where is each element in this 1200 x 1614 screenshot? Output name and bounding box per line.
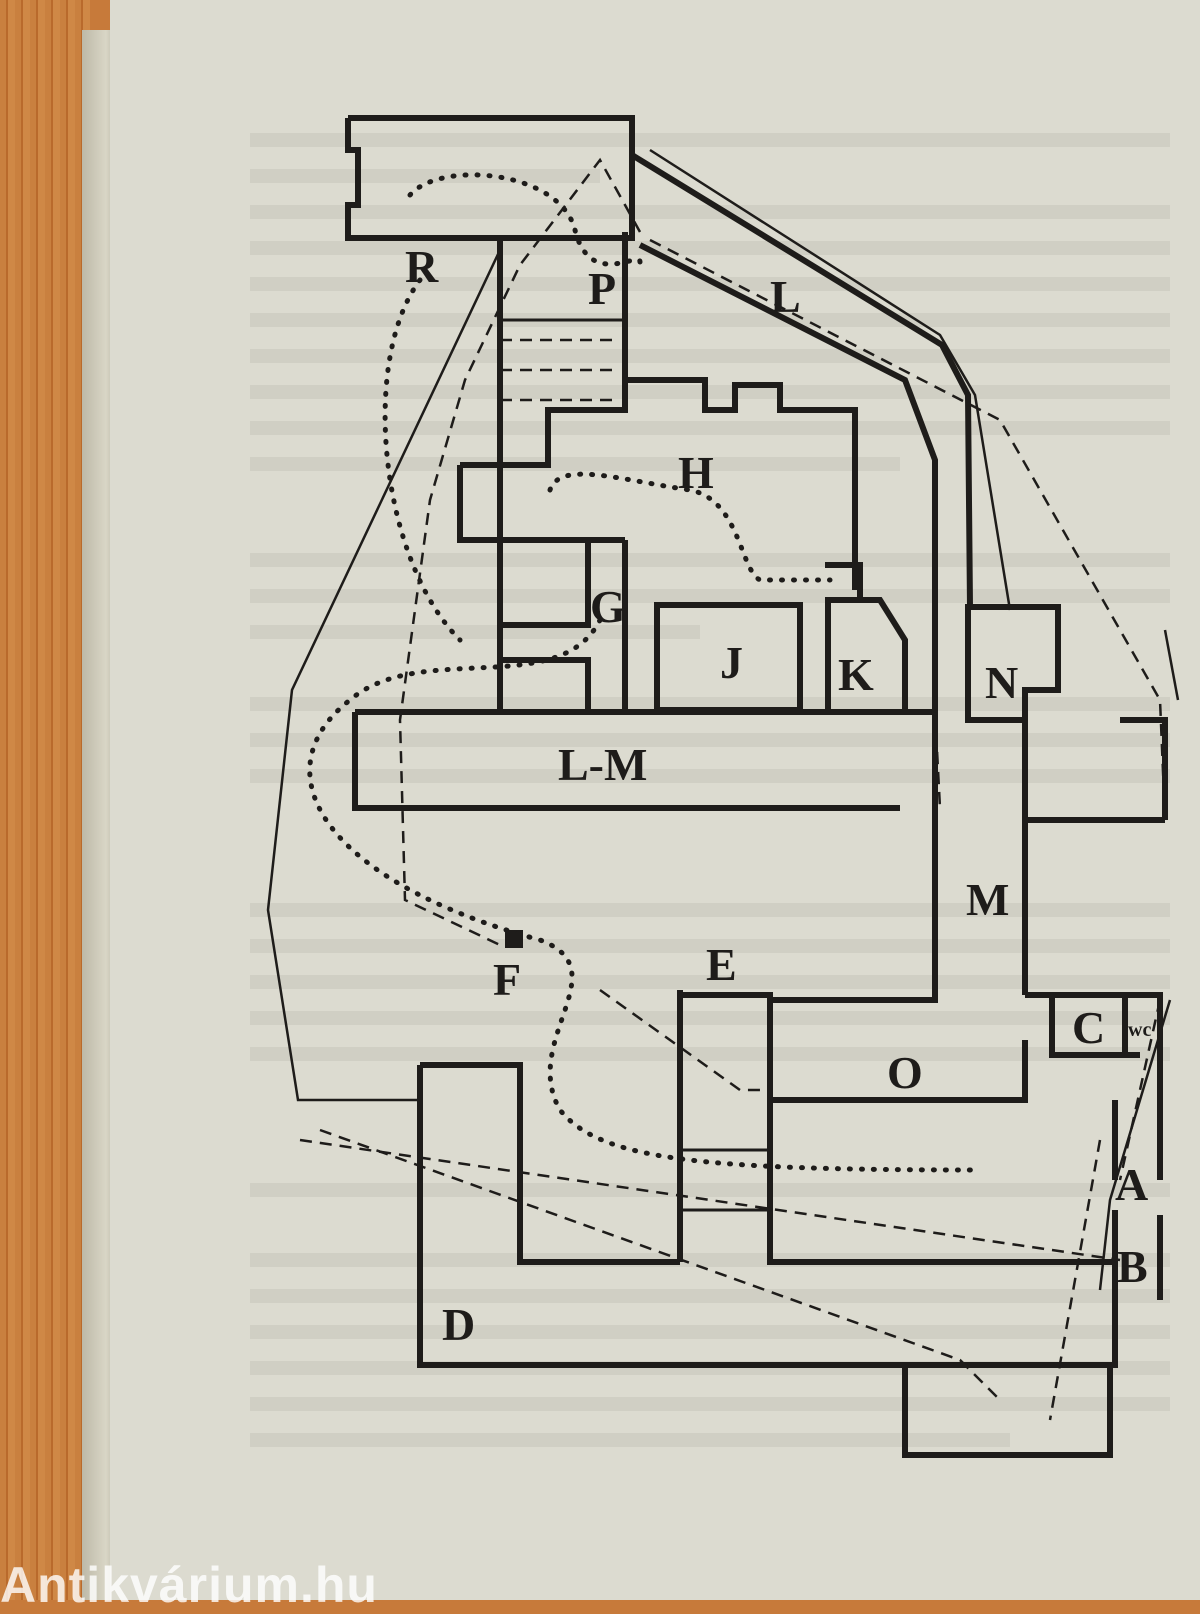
building-E: [677, 990, 773, 1262]
label-F: F: [493, 954, 521, 1005]
building-G: [497, 540, 628, 712]
label-N: N: [985, 657, 1018, 708]
corridor-L: [630, 152, 973, 712]
label-E: E: [706, 939, 737, 990]
dotted-route: [307, 172, 983, 1173]
bleed-through-text: [250, 133, 1170, 1447]
building-LM: [352, 709, 938, 811]
label-C: C: [1072, 1002, 1105, 1053]
label-wc: wc: [1128, 1019, 1151, 1041]
building-O: [767, 1000, 1115, 1265]
stairs: [500, 318, 770, 1212]
building-H: [457, 377, 858, 590]
building-walls: [345, 115, 1168, 1458]
building-C: [1025, 992, 1163, 1180]
label-O: O: [887, 1047, 923, 1098]
label-A: A: [1115, 1159, 1148, 1210]
label-G: G: [590, 581, 626, 632]
wooden-table-background: [0, 0, 90, 1600]
annex: [1120, 717, 1168, 820]
watermark: Antikvárium.hu: [0, 1557, 378, 1613]
building-D: [417, 1062, 1118, 1458]
label-H: H: [678, 447, 714, 498]
label-K: K: [838, 649, 874, 700]
room-labels: R P L H G J K N L-M M F E C wc O A B D: [405, 241, 1151, 1350]
label-J: J: [720, 637, 743, 688]
label-M: M: [966, 874, 1009, 925]
dashed-former-walls: [299, 157, 1167, 1421]
label-LM: L-M: [558, 739, 647, 790]
building-M: [770, 720, 1165, 1003]
label-D: D: [442, 1299, 475, 1350]
label-L: L: [770, 271, 801, 322]
label-R: R: [405, 241, 439, 292]
building-P: [497, 232, 628, 540]
label-P: P: [588, 263, 616, 314]
label-B: B: [1117, 1241, 1148, 1292]
building-K: [825, 562, 908, 715]
building-AB: [1112, 1100, 1163, 1300]
building-N: [965, 604, 1061, 723]
